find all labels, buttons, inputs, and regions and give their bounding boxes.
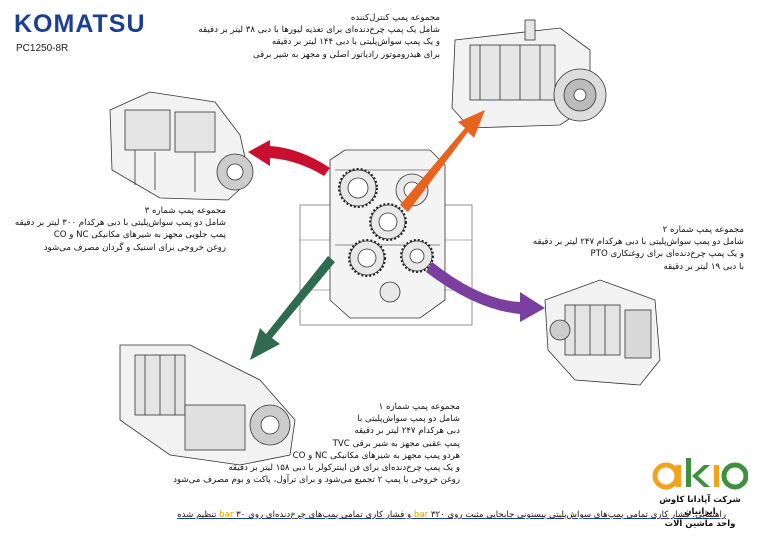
control-pump-line: شامل یک پمپ چرخ‌دنده‌ای برای تغذیه لیوره…: [198, 25, 440, 36]
company-logo: شرکت آپادانا کاوش ایرانیان واحد ماشین آل…: [652, 454, 749, 536]
pump3-line: روغن خروجی برای استیک و گردان مصرف می‌شو…: [43, 242, 226, 253]
arrow-to-pump1: [250, 256, 335, 360]
footer-note: راهنمایی: فشار کاری تمامی پمپ‌های سواش‌پ…: [34, 510, 726, 520]
control-pump-line: برای هیدروموتور رادیاتور اصلی و مجهز به …: [252, 49, 440, 60]
pump3-drawing: [109, 91, 254, 201]
company-name-line: شرکت آپادانا کاوش ایرانیان: [659, 495, 741, 517]
pump1-line: شامل دو پمپ سواش‌پلیتی با: [357, 414, 460, 425]
pump1-drawing: [119, 344, 296, 466]
pump1-title: مجموعه پمپ شماره ۱: [378, 402, 460, 412]
footer-unit: bar: [413, 510, 429, 520]
arrow-to-pump3: [248, 140, 330, 176]
pump2-line: با دبی ۱۹ لیتر بر دقیقه: [663, 261, 744, 272]
control-pump-label: مجموعه پمپ کنترل‌کننده شامل یک پمپ چرخ‌د…: [198, 12, 440, 61]
akio-logo-mark: [652, 458, 749, 490]
footer-suffix: تنظیم شده: [177, 510, 217, 520]
footer-middle: و فشار کاری تمامی پمپ‌های چرخ‌دنده‌ای رو…: [236, 510, 412, 520]
pump2-line: شامل دو پمپ سواش‌پلیتی با دبی هرکدام ۲۴۷…: [532, 237, 744, 248]
pump3-line: پمپ جلویی مجهز به شیرهای مکانیکی NC و CO: [53, 230, 226, 241]
company-name: شرکت آپادانا کاوش ایرانیان واحد ماشین آل…: [652, 494, 748, 530]
pump3-line: شامل دو پمپ سواش‌پلیتی با دبی هرکدام ۳۰۰…: [14, 218, 226, 229]
pump2-title: مجموعه پمپ شماره ۲: [662, 225, 744, 235]
control-pump-line: و یک پمپ سواش‌پلیتی با دبی ۱۴۴ لیتر بر د…: [271, 37, 440, 48]
pump1-line: و یک پمپ چرخ‌دنده‌ای برای فن اینترکولر ب…: [228, 463, 460, 474]
control-pump-title: مجموعه پمپ کنترل‌کننده: [350, 13, 440, 23]
arrow-to-control-pump: [400, 110, 485, 212]
footer-prefix: راهنمایی: فشار کاری تمامی پمپ‌های سواش‌پ…: [430, 510, 726, 520]
control-pump-drawing: [451, 19, 607, 129]
komatsu-logo: KOMATSU: [14, 10, 146, 38]
arrow-to-pump2: [426, 262, 545, 322]
pump2-drawing: [544, 279, 661, 386]
pump3-label: مجموعه پمپ شماره ۳ شامل دو پمپ سواش‌پلیت…: [14, 205, 226, 254]
pump1-line: روغن خروجی با پمپ ۲ تجمیع می‌شود و برای …: [173, 475, 460, 486]
pump3-title: مجموعه پمپ شماره ۳: [144, 206, 226, 216]
footer-unit: bar: [219, 510, 234, 520]
pump1-line: پمپ عقبی مجهز به شیر برقی TVC: [332, 438, 460, 449]
company-division: واحد ماشین آلات: [664, 519, 736, 529]
pump2-line: و یک پمپ چرخ‌دنده‌ای برای روغنکاری PTO: [590, 249, 744, 260]
model-number: PC1250-8R: [16, 43, 69, 54]
pump1-line: دبی هرکدام ۲۴۷ لیتر بر دقیقه: [354, 426, 460, 437]
pump1-label: مجموعه پمپ شماره ۱ شامل دو پمپ سواش‌پلیت…: [163, 401, 460, 486]
pump1-line: هردو پمپ مجهز به شیرهای مکانیکی NC و CO: [292, 450, 460, 461]
pump2-label: مجموعه پمپ شماره ۲ شامل دو پمپ سواش‌پلیت…: [512, 224, 744, 273]
pto-gearbox-drawing: [299, 149, 473, 326]
